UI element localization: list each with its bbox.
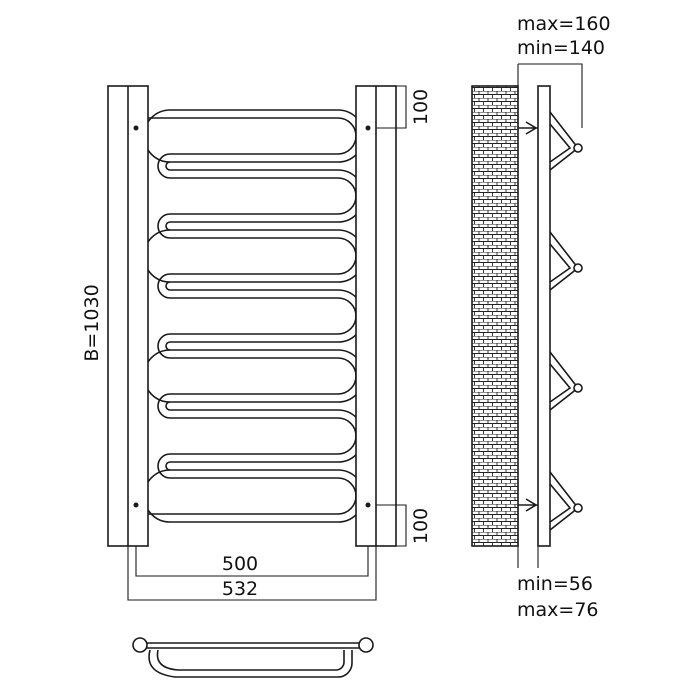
side-rung-cap-2 [573, 263, 583, 273]
inner-width-dimension [135, 546, 369, 577]
top-view-right-end [358, 637, 374, 653]
left-mount-hole-top [133, 125, 139, 131]
top-view [132, 637, 374, 678]
right-mount-hole-bottom [365, 502, 371, 508]
inner-width-label: 500 [222, 553, 258, 575]
side-rung-4 [549, 471, 580, 531]
side-bottom-min-label: min=56 [517, 573, 593, 595]
bottom-offset-dimension [376, 504, 407, 547]
serpentine-tube-inner [165, 109, 365, 523]
outer-width-label: 532 [222, 578, 258, 600]
side-rung-cap-4 [573, 503, 583, 513]
wall-hatch [471, 85, 519, 547]
side-rung-cap-3 [573, 383, 583, 393]
serpentine-tube [148, 117, 357, 515]
side-view: max=160 min=140 min=56 max=76 [471, 13, 611, 621]
side-rung-2 [549, 231, 580, 291]
top-view-loop-outer [148, 649, 353, 678]
height-label: B=1030 [81, 284, 103, 361]
top-offset-label: 100 [410, 89, 432, 125]
side-rung-cap-1 [573, 143, 583, 153]
mount-bracket-top [518, 121, 540, 135]
right-mount-hole-top [365, 125, 371, 131]
top-view-loop-inner [156, 649, 345, 671]
top-view-left-end [132, 637, 148, 653]
side-top-max-label: max=160 [517, 13, 611, 35]
bottom-offset-label: 100 [410, 508, 432, 544]
mount-bracket-bottom [518, 498, 540, 512]
top-bracket-dimension [518, 63, 583, 128]
top-offset-dimension [376, 85, 407, 129]
side-rung-1 [549, 111, 580, 171]
outer-width-dimension [127, 546, 377, 601]
side-bottom-max-label: max=76 [517, 599, 599, 621]
side-top-min-label: min=140 [517, 37, 605, 59]
side-rung-3 [549, 351, 580, 411]
side-collector [537, 85, 551, 547]
left-mount-hole-bottom [133, 502, 139, 508]
front-view: 100 100 B=1030 500 532 [81, 85, 432, 601]
